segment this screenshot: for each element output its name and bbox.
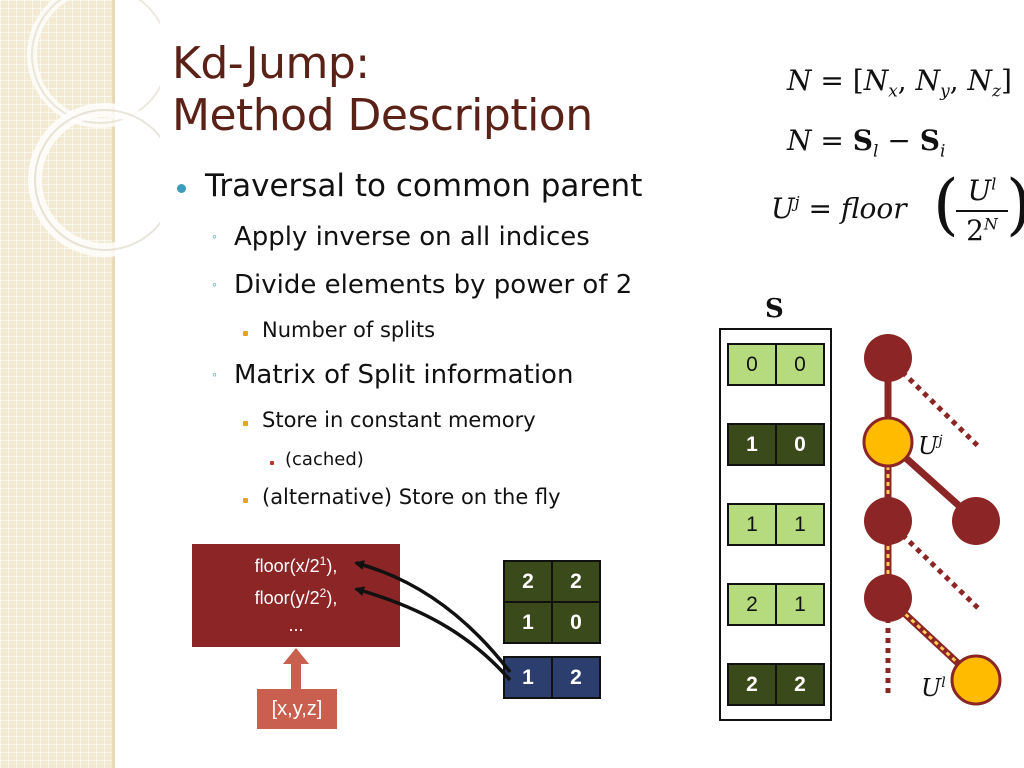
bullet-traversal: Traversal to common parent [205,168,643,204]
arrow-to-floor-2 [354,586,512,682]
square-bullet-icon [243,331,248,336]
ul-label-text: U [921,674,942,702]
equation-n-components: N = [Nx, Ny, Nz] [787,64,1012,102]
tree-node-uj [862,416,914,468]
ring-bullet-icon: ◦ [212,276,217,292]
tree-node-ul [950,654,1002,706]
s-cell: 0 [775,343,825,386]
square-bullet-icon [270,461,274,465]
s-cell: 1 [775,583,825,626]
matrix-cell: 0 [551,601,601,644]
s-cell: 1 [775,503,825,546]
s-cell: 2 [775,663,825,706]
floor-text-2: floor(y/2 [254,588,320,608]
s-cell: 2 [727,583,777,626]
s-matrix-label: S [765,294,784,324]
kd-tree [862,334,1002,706]
uj-label-text: U [918,432,939,460]
floor-sup-1: 1 [319,554,327,568]
square-bullet-icon [243,498,248,503]
ring-bullet-icon: ◦ [212,366,217,382]
uj-node-label: Uj [918,432,943,460]
floor-sup-2: 2 [319,586,327,600]
input-coordinates-box: [x,y,z] [257,689,337,729]
title-line-1: Kd-Jump: [172,38,370,89]
bullet-divide-elements: Divide elements by power of 2 [234,270,633,300]
floor-end-1: ), [326,556,338,576]
bullet-number-of-splits: Number of splits [262,318,436,342]
vector-cell: 1 [503,656,553,699]
equation-n-difference: N = Sl − Si [787,124,946,162]
arrow-input-up-head [283,648,309,664]
vector-cell: 2 [551,656,601,699]
floor-text-1: floor(x/2 [254,556,320,576]
s-cell: 0 [775,423,825,466]
bullet-cached: (cached) [285,449,364,470]
s-cell: 1 [727,503,777,546]
ring-bullet-icon: ◦ [212,228,217,244]
s-cell: 0 [727,343,777,386]
tree-node [952,497,1000,545]
square-bullet-icon [243,421,248,426]
bullet-store-constant: Store in constant memory [262,408,536,432]
bullet-dot-icon [177,184,186,193]
uj-label-sup: j [938,433,943,449]
sidebar-edge [112,0,115,768]
ul-label-sup: l [941,675,946,691]
title-line-2: Method Description [172,90,593,141]
bullet-matrix-split: Matrix of Split information [234,360,574,390]
floor-end-2: ), [326,588,338,608]
tree-node [864,497,912,545]
bullet-apply-inverse: Apply inverse on all indices [234,222,590,252]
tree-node [864,574,912,622]
matrix-cell: 2 [551,560,601,603]
floor-operations-box: floor(x/21), floor(y/22), ... [192,544,400,647]
decorative-circles [27,0,160,257]
bullet-store-on-fly: (alternative) Store on the fly [262,485,561,509]
tree-node [864,334,912,382]
ul-node-label: Ul [921,674,946,702]
floor-text-3: ... [288,615,304,635]
arrow-to-floor-1 [354,560,512,674]
slide-title: Kd-Jump: Method Description [172,38,593,142]
